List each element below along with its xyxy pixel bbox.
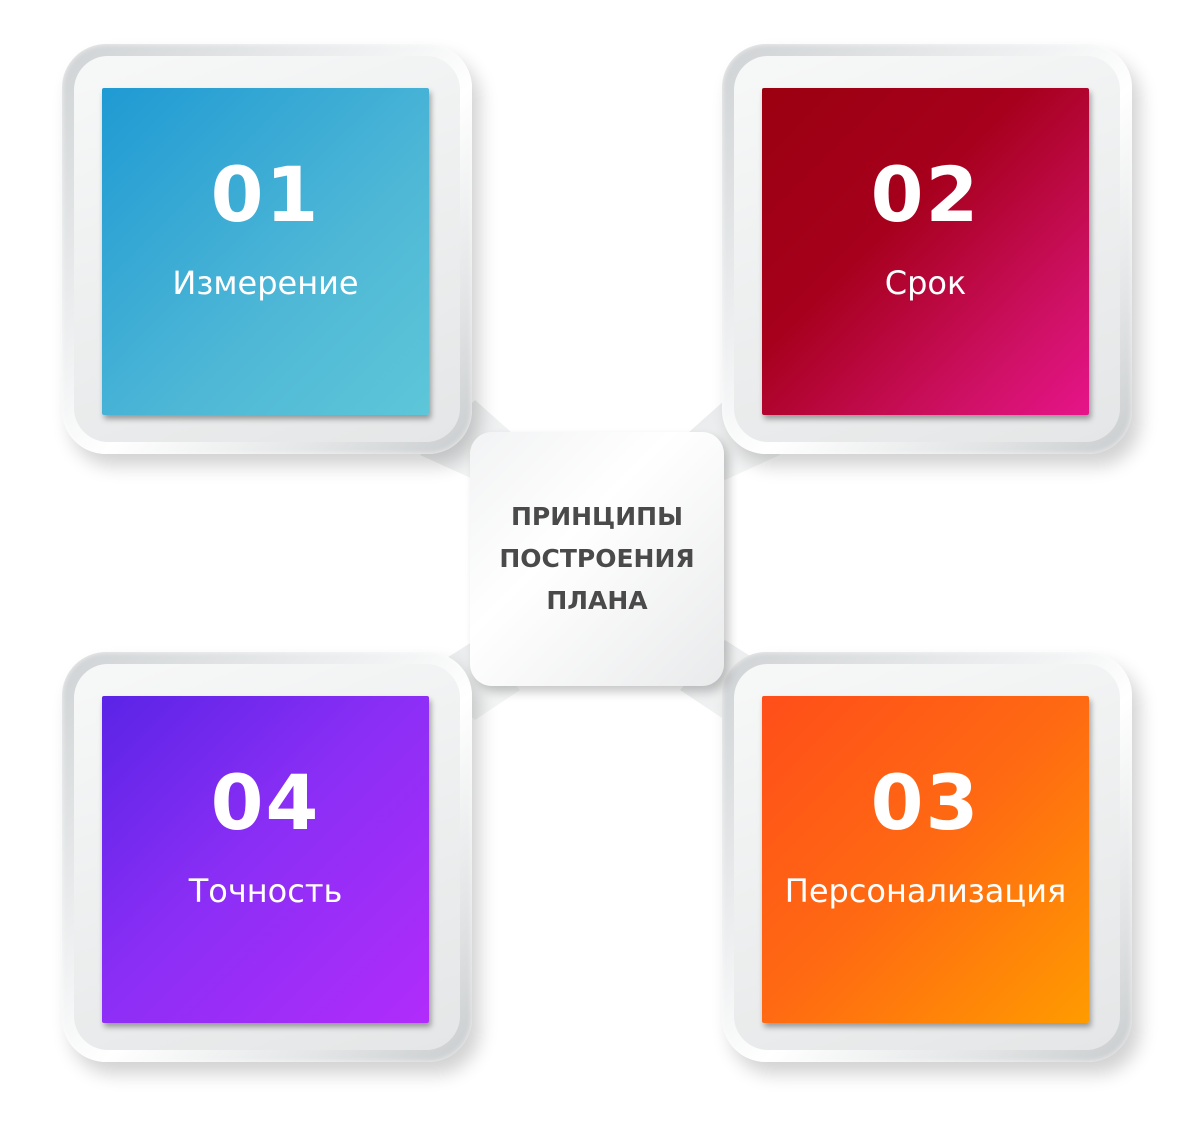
- tile-label: Персонализация: [784, 872, 1067, 910]
- tile-accuracy: 04 Точность: [102, 696, 429, 1023]
- tile-number: 02: [870, 150, 981, 239]
- tile-deadline: 02 Срок: [762, 88, 1089, 415]
- tile-personalization: 03 Персонализация: [762, 696, 1089, 1023]
- tile-label: Точность: [188, 872, 343, 910]
- tile-label: Измерение: [172, 264, 359, 302]
- tile-number: 01: [210, 150, 321, 239]
- center-title-line: ПЛАНА: [546, 586, 648, 615]
- tile-number: 03: [870, 758, 981, 847]
- center-title-line: ПРИНЦИПЫ: [510, 502, 684, 531]
- center-title: ПРИНЦИПЫ ПОСТРОЕНИЯ ПЛАНА: [470, 496, 724, 622]
- tile-label: Срок: [884, 264, 967, 302]
- tile-measurement: 01 Измерение: [102, 88, 429, 415]
- tile-number: 04: [210, 758, 321, 847]
- center-title-line: ПОСТРОЕНИЯ: [499, 544, 695, 573]
- center-title-box: ПРИНЦИПЫ ПОСТРОЕНИЯ ПЛАНА: [470, 432, 724, 686]
